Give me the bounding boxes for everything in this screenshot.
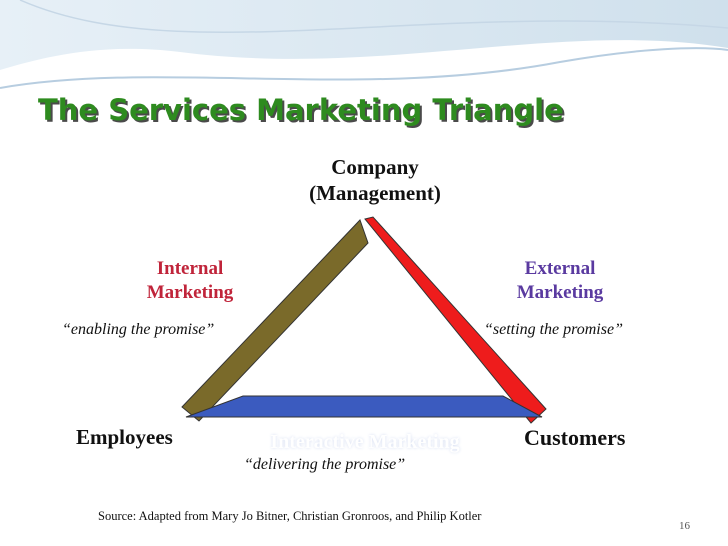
source-citation: Source: Adapted from Mary Jo Bitner, Chr… — [98, 509, 482, 523]
header-swoosh — [0, 0, 728, 70]
customers-node-label: Customers — [524, 425, 626, 450]
header-arc-2 — [19, 0, 728, 34]
page-number: 16 — [679, 520, 690, 532]
external-marketing-label: External Marketing — [516, 258, 604, 303]
setting-promise-caption: “setting the promise” — [484, 321, 623, 338]
delivering-promise-caption: “delivering the promise” — [244, 456, 406, 473]
enabling-promise-caption: “enabling the promise” — [62, 321, 215, 338]
company-node-label: Company (Management) — [309, 155, 441, 206]
interactive-marketing-label: Interactive Marketing — [270, 431, 460, 453]
internal-marketing-label: Internal Marketing — [146, 258, 234, 303]
interactive-marketing-edge — [185, 395, 543, 418]
header-arc — [0, 47, 728, 89]
internal-marketing-edge — [181, 219, 369, 422]
external-marketing-edge — [364, 216, 547, 424]
slide-title: The Services Marketing Triangle — [38, 93, 564, 127]
employees-node-label: Employees — [76, 425, 173, 449]
